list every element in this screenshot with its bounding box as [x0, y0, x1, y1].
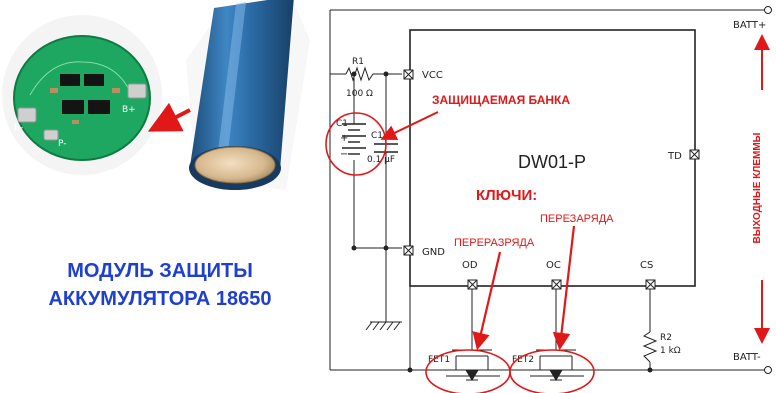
caption-line-1: МОДУЛЬ ЗАЩИТЫ	[67, 260, 253, 282]
cell-symbol	[342, 123, 366, 155]
r2-value: 1 kΩ	[660, 346, 681, 356]
pcb-mark-b-minus: B-	[14, 123, 23, 133]
annotation-protected-cell: ЗАЩИЩАЕМАЯ БАНКА	[432, 93, 570, 107]
r1-name: R1	[352, 57, 364, 67]
chip-dw01p	[409, 29, 696, 287]
battery-cell-photo	[186, 0, 310, 190]
r2-name: R2	[660, 333, 672, 343]
annotation-protected-arrow	[380, 111, 439, 141]
ground-symbol	[365, 321, 402, 331]
pin-cs: CS	[640, 260, 653, 271]
output-terminals-label: ВЫХОДНЫЕ КЛЕММЫ	[752, 132, 763, 243]
pcb-mark-b-plus: B+	[122, 105, 136, 115]
batt-plus-label: BATT+	[733, 20, 766, 31]
pcb-module-photo: B- B+ P-	[2, 15, 162, 175]
terminal-batt-plus	[764, 6, 772, 14]
terminal-batt-minus	[764, 366, 772, 374]
fet1-label: FET1	[428, 355, 450, 365]
pcb-mark-p-minus: P-	[58, 139, 66, 149]
chip-name: DW01-P	[518, 152, 586, 172]
pin-gnd: GND	[422, 247, 445, 258]
arrow-overcharge	[552, 225, 576, 351]
arrow-overdischarge	[472, 251, 502, 351]
resistor-r2	[642, 331, 658, 363]
cell-name: C1	[336, 119, 348, 129]
batt-minus-label: BATT-	[733, 352, 761, 363]
annotation-overcharge: ПЕРЕЗАРЯДА	[540, 213, 614, 225]
pin-vcc: VCC	[422, 70, 443, 81]
fet2-label: FET2	[512, 355, 534, 365]
annotation-overdischarge: ПЕРЕРАЗРЯДА	[454, 237, 535, 249]
resistor-r1	[345, 66, 376, 82]
r1-value: 100 Ω	[346, 89, 373, 99]
caption-line-2: АККУМУЛЯТОРА 18650	[48, 288, 271, 310]
cell-highlight	[325, 112, 387, 176]
c1-name: C1	[371, 131, 383, 141]
annotation-switches: КЛЮЧИ:	[476, 187, 537, 204]
pin-markers	[403, 69, 700, 290]
pin-td: TD	[667, 151, 682, 162]
cell-minus: −	[340, 149, 348, 160]
pin-od: OD	[462, 260, 478, 271]
photo-arrow	[147, 102, 191, 132]
pin-oc: OC	[546, 260, 561, 271]
fet2-highlight	[509, 349, 595, 393]
fet1-symbol	[446, 349, 500, 381]
cell-plus: +	[340, 133, 348, 144]
